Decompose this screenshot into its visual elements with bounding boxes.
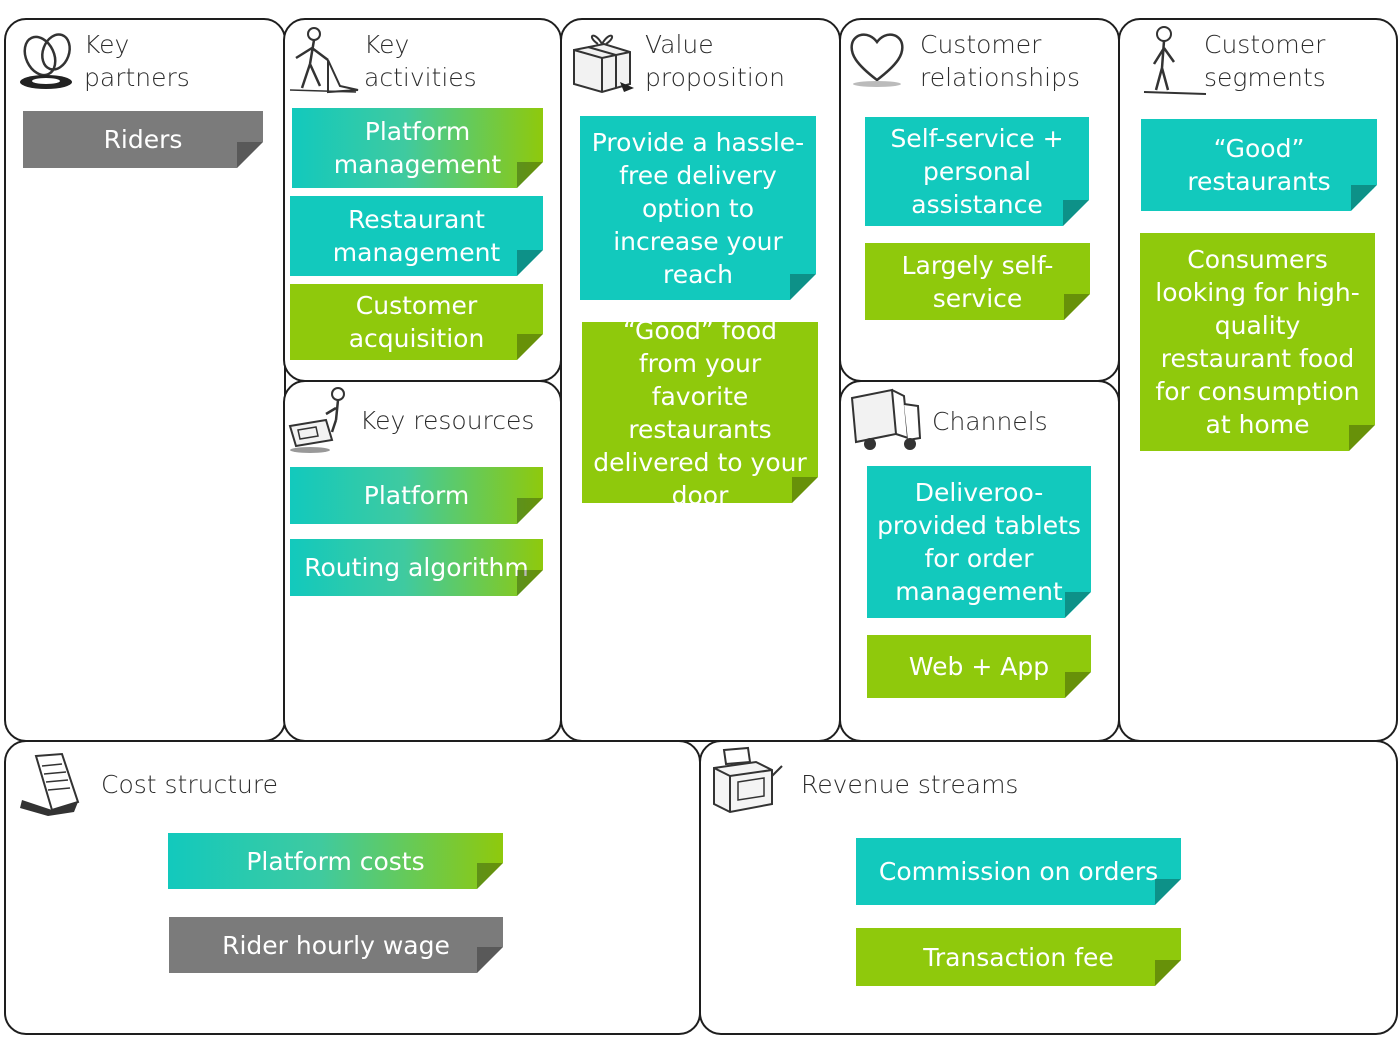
- cost-structure-title: Cost structure: [101, 770, 278, 799]
- note-consumers-high-quality: Consumers looking for high-quality resta…: [1140, 233, 1375, 451]
- cash-register-icon: [713, 746, 783, 814]
- note-transaction-fee: Transaction fee: [856, 928, 1181, 986]
- note-self-service-personal: Self-service + personal assistance: [865, 117, 1089, 226]
- note-riders: Riders: [23, 111, 263, 168]
- gift-icon: [573, 34, 634, 94]
- note-restaurant-management: Restaurant management: [290, 196, 543, 276]
- note-good-food-delivered: “Good” food from your favorite restauran…: [582, 322, 818, 503]
- note-rider-hourly-wage: Rider hourly wage: [169, 917, 503, 973]
- rings-icon: [20, 33, 72, 89]
- note-commission-on-orders: Commission on orders: [856, 838, 1181, 905]
- note-platform-costs: Platform costs: [168, 833, 503, 889]
- note-hassle-free-delivery: Provide a hassle-free delivery option to…: [580, 116, 816, 300]
- revenue-streams-title: Revenue streams: [801, 770, 1019, 799]
- note-customer-acquisition: Customer acquisition: [290, 284, 543, 360]
- note-platform: Platform: [290, 467, 543, 524]
- key-resources-title: Key resources: [360, 406, 535, 435]
- note-largely-self-service: Largely self-service: [865, 243, 1090, 320]
- truck-icon: [850, 388, 922, 450]
- worker-icon: [289, 27, 359, 94]
- person-icon: [1143, 26, 1207, 95]
- note-web-app: Web + App: [867, 635, 1091, 698]
- note-good-restaurants: “Good” restaurants: [1141, 119, 1377, 211]
- note-deliveroo-tablets: Deliveroo-provided tablets for order man…: [867, 466, 1091, 618]
- channels-title: Channels: [932, 407, 1048, 436]
- forklift-icon: [288, 387, 345, 453]
- note-platform-management: Platform management: [292, 108, 543, 188]
- panel-cost-structure: [4, 740, 701, 1035]
- note-routing-algorithm: Routing algorithm: [290, 539, 543, 596]
- heart-icon: [850, 33, 904, 87]
- receipt-icon: [20, 752, 80, 816]
